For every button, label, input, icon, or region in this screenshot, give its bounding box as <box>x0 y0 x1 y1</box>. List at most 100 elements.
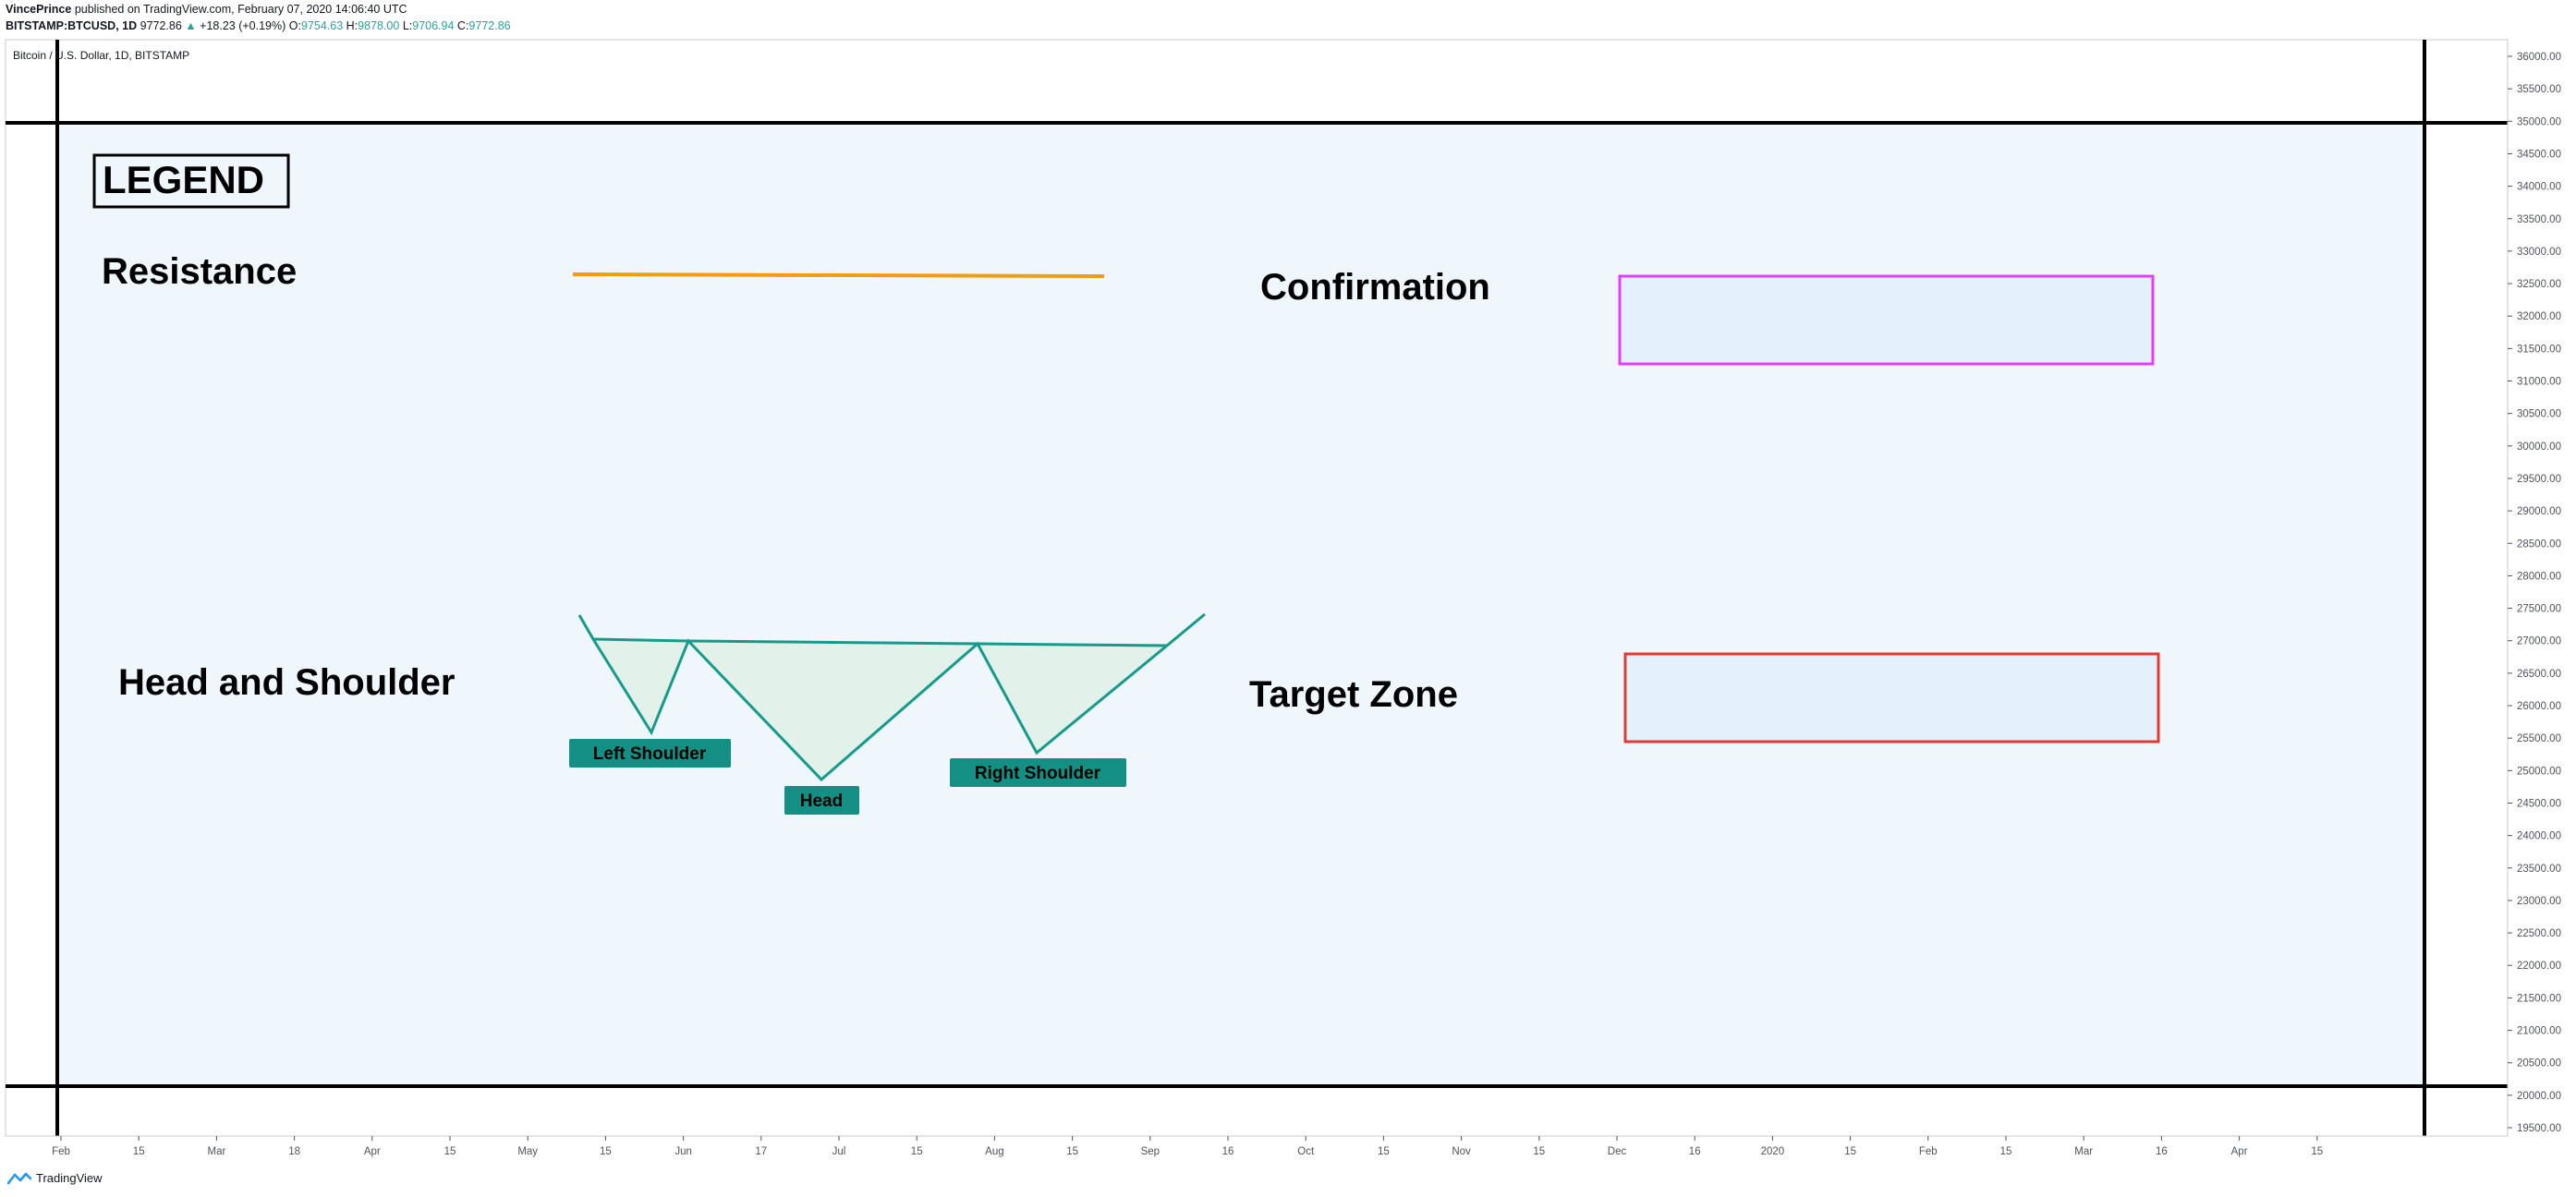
head-tag-bg <box>784 786 859 815</box>
symbol-info: BITSTAMP:BTCUSD, 1D 9772.86 ▲ +18.23 (+0… <box>6 19 511 32</box>
x-axis-tick-label: 18 <box>288 1146 300 1157</box>
y-axis-tick-label: 32000.00 <box>2517 311 2561 322</box>
left-shoulder-tag-text: Left Shoulder <box>593 744 707 764</box>
y-axis-tick-label: 33000.00 <box>2517 247 2561 258</box>
y-axis-tick-label: 25500.00 <box>2517 733 2561 744</box>
target-zone-box[interactable] <box>1623 652 2160 744</box>
footer[interactable]: TradingView <box>7 1171 103 1185</box>
resistance-label: Resistance <box>102 251 297 292</box>
y-axis-tick-label: 32500.00 <box>2517 279 2561 290</box>
close-value: 9772.86 <box>468 19 511 32</box>
x-axis-tick-label: 15 <box>600 1146 612 1157</box>
y-axis-tick-label: 35500.00 <box>2517 84 2561 95</box>
head-tag[interactable]: Head <box>784 786 859 815</box>
y-axis-tick-label: 34500.00 <box>2517 149 2561 160</box>
y-axis-tick-label: 28500.00 <box>2517 538 2561 550</box>
x-axis-tick-label: Feb <box>52 1146 70 1157</box>
open-value: 9754.63 <box>300 19 344 32</box>
x-axis-tick-label: Oct <box>1297 1146 1315 1157</box>
x-axis-tick-label: Dec <box>1608 1146 1627 1157</box>
x-axis-tick-label: Feb <box>1919 1146 1938 1157</box>
y-axis-tick-label: 21000.00 <box>2517 1026 2561 1037</box>
x-axis-tick-label: 16 <box>1222 1146 1234 1157</box>
y-axis-tick-label: 19500.00 <box>2517 1123 2561 1134</box>
symbol-label: BITSTAMP:BTCUSD, 1D <box>6 19 138 32</box>
x-axis-tick-label: Apr <box>364 1146 381 1157</box>
right-shoulder-fill <box>978 644 1167 753</box>
target-label: Target Zone <box>1249 674 1458 715</box>
high-value: 9878.00 <box>358 19 400 32</box>
low-label: L: <box>402 19 413 32</box>
published-text: published on TradingView.com, February 0… <box>74 3 407 16</box>
pattern-label: Head and Shoulder <box>118 662 456 703</box>
legend-title-box <box>92 153 290 209</box>
low-value: 9706.94 <box>412 19 455 32</box>
close-label: C: <box>456 19 469 32</box>
x-axis-tick-label: May <box>517 1146 538 1157</box>
y-axis-tick-label: 26500.00 <box>2517 669 2561 680</box>
y-axis-tick-label: 22000.00 <box>2517 961 2561 972</box>
y-axis-tick-label: 36000.00 <box>2517 52 2561 63</box>
x-axis-tick-label: Sep <box>1141 1146 1160 1157</box>
head-tag-text: Head <box>800 792 843 811</box>
y-axis-tick-label: 24500.00 <box>2517 798 2561 809</box>
head-fill <box>688 641 978 780</box>
y-axis-tick-label: 26000.00 <box>2517 701 2561 712</box>
open-label: O: <box>288 19 301 32</box>
left-shoulder-tag-bg <box>569 739 731 768</box>
x-axis-tick-label: 2020 <box>1761 1146 1785 1157</box>
y-axis-tick-label: 29000.00 <box>2517 506 2561 517</box>
y-axis-tick-label: 21500.00 <box>2517 993 2561 1004</box>
author-name: VincePrince <box>6 3 72 16</box>
confirmation-box[interactable] <box>1618 274 2155 366</box>
left-shoulder-tag[interactable]: Left Shoulder <box>569 739 731 768</box>
y-axis-tick-label: 22500.00 <box>2517 928 2561 939</box>
tradingview-logo-icon <box>7 1172 31 1184</box>
x-axis-tick-label: 15 <box>1066 1146 1078 1157</box>
x-axis-tick-label: 17 <box>755 1146 767 1157</box>
head-and-shoulders-pattern[interactable] <box>577 612 1206 782</box>
y-axis-tick-label: 28000.00 <box>2517 571 2561 582</box>
x-axis-tick-label: 15 <box>2000 1146 2012 1157</box>
up-arrow-icon: ▲ <box>185 19 197 32</box>
y-axis-tick-label: 33500.00 <box>2517 214 2561 225</box>
x-axis-tick-label: Apr <box>2231 1146 2248 1157</box>
legend-panel[interactable] <box>57 123 2424 1086</box>
pane-title: Bitcoin / U.S. Dollar, 1D, BITSTAMP <box>13 49 189 62</box>
x-axis-tick-label: 15 <box>2311 1146 2323 1157</box>
last-price: 9772.86 <box>140 19 182 32</box>
y-axis-tick-label: 31500.00 <box>2517 344 2561 355</box>
confirmation-label: Confirmation <box>1260 267 1490 308</box>
x-axis-tick-label: 15 <box>1378 1146 1390 1157</box>
x-axis-tick-label: 15 <box>444 1146 456 1157</box>
price-change: +18.23 (+0.19%) <box>200 19 286 32</box>
x-axis-tick-label: Mar <box>207 1146 225 1157</box>
x-axis-tick-label: Mar <box>2074 1146 2093 1157</box>
y-axis-tick-label: 24000.00 <box>2517 831 2561 842</box>
left-shoulder-fill <box>593 639 688 732</box>
x-axis-tick-label: Aug <box>985 1146 1003 1157</box>
y-axis-tick-label: 20500.00 <box>2517 1058 2561 1070</box>
price-axis[interactable]: 36000.0035500.0035000.0034500.0034000.00… <box>2508 52 2561 1134</box>
x-axis-tick-label: 15 <box>1844 1146 1856 1157</box>
legend-title: LEGEND <box>103 158 264 201</box>
y-axis-tick-label: 27000.00 <box>2517 636 2561 647</box>
right-shoulder-tag[interactable]: Right Shoulder <box>950 758 1126 787</box>
y-axis-tick-label: 30000.00 <box>2517 441 2561 453</box>
footer-brand: TradingView <box>36 1171 103 1185</box>
neckline[interactable] <box>592 637 1168 647</box>
y-axis-tick-label: 31000.00 <box>2517 377 2561 388</box>
x-axis-tick-label: 15 <box>1533 1146 1545 1157</box>
right-shoulder-tag-text: Right Shoulder <box>975 764 1101 783</box>
publish-info: VincePrince published on TradingView.com… <box>6 3 407 16</box>
x-axis-tick-label: 16 <box>2156 1146 2168 1157</box>
x-axis-tick-label: 15 <box>911 1146 923 1157</box>
pattern-zigzag[interactable] <box>577 612 1206 782</box>
y-axis-tick-label: 35000.00 <box>2517 116 2561 127</box>
x-axis-tick-label: Jul <box>832 1146 846 1157</box>
x-axis-tick-label: 16 <box>1689 1146 1701 1157</box>
resistance-line[interactable] <box>572 272 1105 278</box>
y-axis-tick-label: 30500.00 <box>2517 409 2561 420</box>
